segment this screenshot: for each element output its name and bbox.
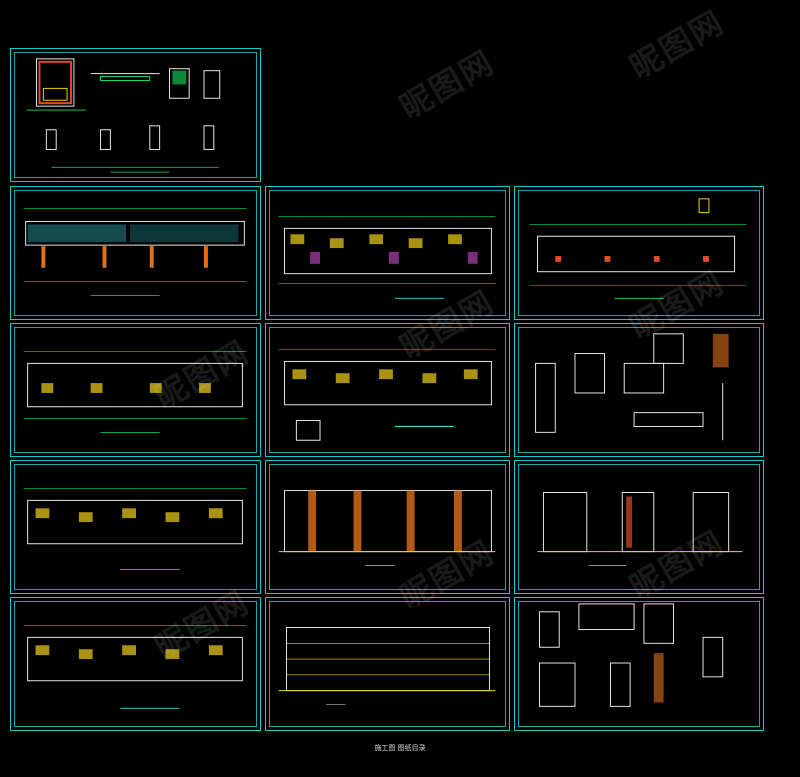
drawing-sheet-elevation-back <box>265 597 510 731</box>
drawing-sheet-detail-1 <box>10 48 261 182</box>
watermark-text: 昵图网 <box>623 2 731 87</box>
sheet-frame <box>269 464 506 590</box>
drawing-sheet-details-3 <box>514 597 764 731</box>
sheet-frame <box>14 601 257 727</box>
drawing-set-caption: 施工图 图纸目录 <box>374 744 426 752</box>
sheet-frame <box>518 464 760 590</box>
sheet-frame <box>14 464 257 590</box>
sheet-frame <box>14 52 257 178</box>
sheet-frame <box>14 190 257 316</box>
watermark-text: 昵图网 <box>393 42 501 127</box>
front-elevation-drawing <box>278 490 496 566</box>
drawing-sheet-details-2 <box>514 323 764 457</box>
sheet-frame <box>14 327 257 453</box>
foundation-plan-drawing <box>23 208 247 296</box>
sheet-frame <box>518 601 760 727</box>
drawing-sheet-plan-typical <box>10 323 261 457</box>
drawing-sheet-plan-ground <box>265 186 510 320</box>
drawing-sheet-plan-4 <box>10 597 261 731</box>
ground-plan-drawing <box>278 216 496 299</box>
details-2-drawing <box>535 333 729 441</box>
drawing-sheet-plan-roof <box>514 186 764 320</box>
drawing-sheet-sections <box>514 460 764 594</box>
typical-plan-drawing <box>23 351 247 433</box>
sheet-frame <box>518 327 760 453</box>
plan-4-drawing <box>23 625 247 709</box>
detail-drawing <box>26 58 221 173</box>
sheet-frame <box>269 327 506 453</box>
plan-3-drawing <box>23 488 247 570</box>
sheet-frame <box>269 601 506 727</box>
sheet-frame <box>269 190 506 316</box>
drawing-sheet-elevation-front <box>265 460 510 594</box>
sheet-frame <box>518 190 760 316</box>
upper-plan-drawing <box>278 349 496 441</box>
drawing-sheet-plan-3 <box>10 460 261 594</box>
drawing-sheet-plan-foundation <box>10 186 261 320</box>
back-elevation-drawing <box>278 627 496 705</box>
roof-plan-drawing <box>529 198 747 299</box>
drawing-sheet-plan-upper <box>265 323 510 457</box>
details-3-drawing <box>539 603 724 707</box>
sections-drawing <box>537 492 743 566</box>
